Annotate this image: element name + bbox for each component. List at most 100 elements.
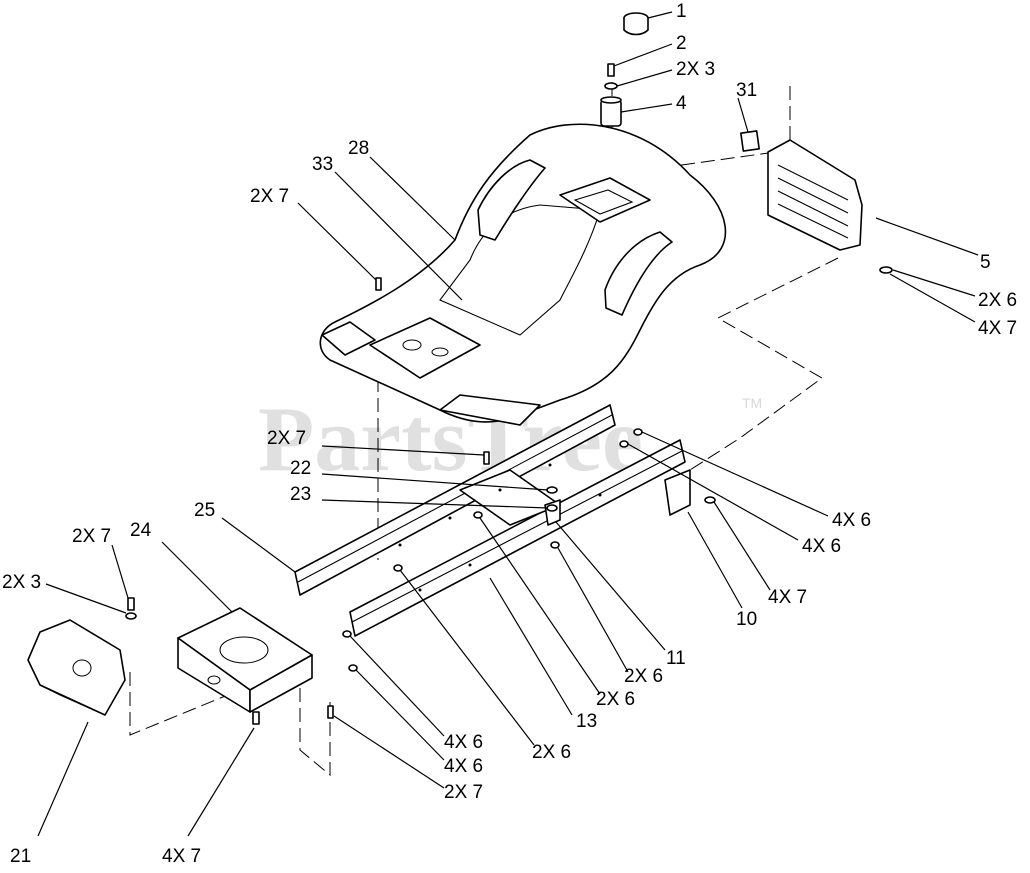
assembly-line-rear (689, 257, 839, 471)
frame-rail-25 (294, 404, 616, 596)
leader-2x6-bottom (399, 569, 535, 746)
mount-plate-side-hole (207, 675, 221, 685)
leader-4x6-a (641, 431, 829, 517)
bolt-4x6-a (633, 428, 643, 436)
frame-rail-13 (349, 439, 686, 637)
leader-4 (620, 103, 673, 113)
callout-4x6-a: 4X 6 (832, 510, 871, 531)
callout-31: 31 (736, 80, 757, 101)
leader-31 (737, 97, 749, 133)
callout-33: 33 (312, 154, 333, 175)
fasteners (125, 277, 716, 725)
callout-28: 28 (348, 138, 369, 159)
nut-2x6-mid (473, 511, 483, 519)
bolt-2x7-left (127, 597, 135, 611)
nut-4x6-a (342, 630, 352, 638)
knob-assembly (600, 12, 649, 127)
bolt-4x6-b (619, 440, 629, 448)
leader-2x3-left (45, 583, 127, 614)
rail-hole-2 (448, 516, 452, 520)
frame-rails (294, 404, 691, 637)
callout-2x7-bottom: 2X 7 (444, 782, 483, 803)
callout-2x6-right: 2X 6 (624, 666, 663, 687)
washer-3 (604, 82, 618, 90)
callout-5: 5 (980, 252, 991, 273)
leader-22 (321, 473, 549, 491)
callout-4: 4 (676, 93, 687, 114)
bolt-23 (546, 504, 558, 512)
callout-2x7-top: 2X 7 (250, 186, 289, 207)
rail-hole-6 (468, 563, 472, 567)
bolt-2x7-rail (483, 451, 490, 465)
rail-hole-4 (548, 463, 552, 467)
seat-mount-plate (559, 177, 651, 223)
leader-1 (647, 11, 673, 19)
callout-labels: 1 2 2X 3 4 31 28 33 2X 7 5 2X 6 4X 7 2X … (2, 1, 1017, 867)
callout-4x6-bottom-b: 4X 6 (444, 756, 483, 777)
callout-2: 2 (676, 33, 687, 54)
rail-hole-7 (598, 493, 602, 497)
rear-panel-body (767, 139, 863, 251)
leader-lines (37, 11, 979, 837)
seat-mount-opening (573, 189, 634, 215)
leader-24 (161, 541, 233, 613)
rear-panel-bolt (879, 266, 893, 274)
bracket-21-hole (72, 659, 92, 677)
callout-11: 11 (666, 648, 686, 669)
control-hole-2 (431, 347, 449, 357)
callout-24: 24 (130, 520, 152, 541)
leader-10 (687, 511, 743, 609)
washer-2x3-left (125, 612, 137, 620)
rail-hole-5 (418, 588, 422, 592)
bracket-21-edge (39, 684, 106, 716)
leader-2x6-mid (479, 517, 601, 695)
callout-4x6-bottom-a: 4X 6 (444, 732, 483, 753)
watermark-tm: TM (742, 395, 762, 411)
left-fender-slot (477, 159, 546, 241)
bolt-4x7-bottom (252, 711, 260, 725)
callout-2x6-top: 2X 6 (978, 290, 1017, 311)
leader-21 (37, 721, 89, 837)
leader-2x7-left (111, 544, 129, 599)
rear-panel (767, 139, 893, 274)
leader-2x6-top (892, 269, 976, 297)
leader-2x7-bottom (333, 715, 445, 789)
leader-2x7-top (297, 202, 377, 281)
nut-2x6-bottom (393, 564, 403, 572)
rear-panel-louvers (777, 164, 849, 239)
assembly-line-front (299, 688, 331, 777)
mount-plate-side (249, 654, 313, 713)
callout-2x3-left: 2X 3 (2, 572, 41, 593)
leader-4x7-bottom (187, 727, 255, 837)
spacer-4-top (600, 96, 622, 104)
nut-4x6-b (348, 664, 358, 672)
callout-10: 10 (736, 609, 757, 630)
callout-21: 21 (10, 846, 31, 867)
bolt-4x7-right (704, 496, 716, 504)
leader-2x6-right (557, 547, 629, 673)
leader-3 (616, 69, 673, 87)
callout-25: 25 (194, 500, 215, 521)
leader-5 (875, 217, 979, 256)
leader-4x6-bottom-b (355, 669, 445, 761)
knob-body (623, 18, 649, 36)
rail-hole-1 (398, 543, 402, 547)
seat-pan (319, 123, 727, 426)
frame-rail-25-edge (297, 414, 613, 583)
leader-13 (489, 577, 573, 716)
callout-2x7-left: 2X 7 (72, 526, 111, 547)
callout-22: 22 (290, 458, 311, 479)
mount-plate-hole (219, 636, 269, 664)
leader-33 (334, 171, 463, 301)
leader-2 (613, 43, 673, 67)
callout-23: 23 (290, 484, 311, 505)
leader-4x6-bottom-a (349, 635, 445, 737)
bolt-2x7-seat (375, 277, 382, 291)
leader-23 (321, 499, 549, 509)
leader-4x7-right (713, 501, 771, 591)
leader-4x7-top (889, 273, 976, 323)
mount-plate-24 (177, 607, 313, 713)
spacer-4 (600, 99, 622, 127)
